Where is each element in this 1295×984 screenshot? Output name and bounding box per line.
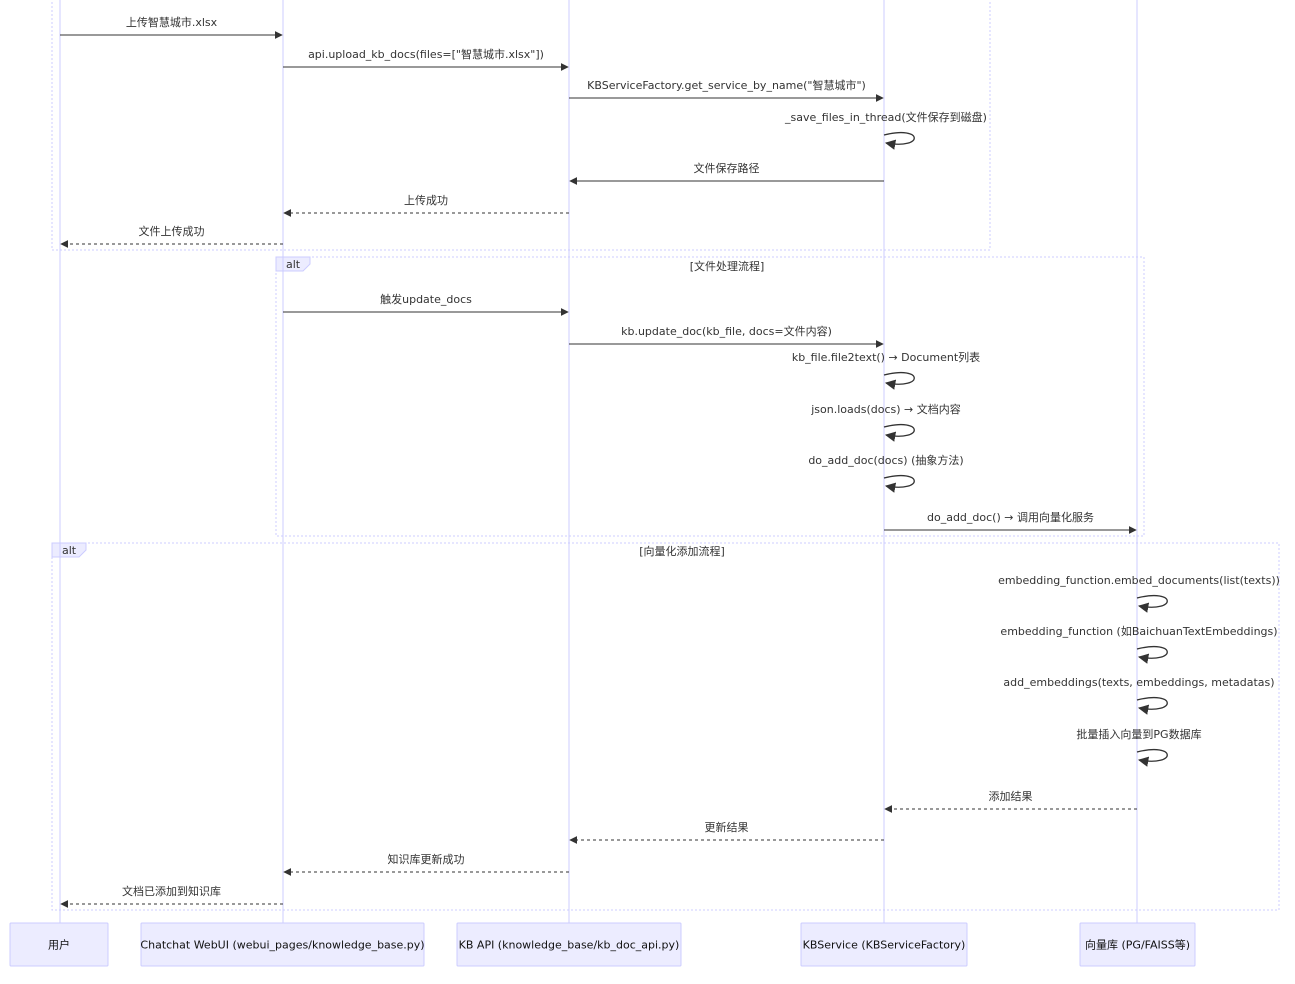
message-label: 触发update_docs [380, 292, 472, 306]
actor-label: KB API (knowledge_base/kb_doc_api.py) [459, 939, 680, 952]
self-message-arrow [883, 131, 915, 150]
actor-box [800, 922, 968, 967]
message-label: add_embeddings(texts, embeddings, metada… [1003, 676, 1274, 689]
message-label: 批量插入向量到PG数据库 [1076, 727, 1201, 741]
frame-condition-2: [向量化添加流程] [639, 544, 725, 558]
message-label: api.upload_kb_docs(files=["智慧城市.xlsx"]) [308, 47, 544, 61]
actor-label: KBService (KBServiceFactory) [803, 939, 966, 952]
frame-0 [51, 0, 991, 251]
frame-label-2: alt [62, 544, 77, 557]
message-label: KBServiceFactory.get_service_by_name("智慧… [587, 78, 866, 92]
actor-label: Chatchat WebUI (webui_pages/knowledge_ba… [140, 939, 424, 952]
frame-2 [51, 542, 1280, 911]
actor-box [140, 922, 425, 967]
actor-webui: Chatchat WebUI (webui_pages/knowledge_ba… [140, 922, 425, 967]
self-message-arrow [1136, 696, 1168, 715]
actor-user: 用户 [9, 922, 109, 967]
message-label: kb_file.file2text() → Document列表 [792, 350, 980, 364]
message-label: 文件保存路径 [694, 161, 760, 175]
frame-label-1: alt [286, 258, 301, 271]
message-label: 更新结果 [705, 820, 749, 834]
message-label: 知识库更新成功 [388, 852, 465, 866]
actor-svc: KBService (KBServiceFactory) [800, 922, 968, 967]
actor-label: 用户 [48, 938, 70, 952]
actor-vdb: 向量库 (PG/FAISS等) [1079, 922, 1196, 967]
message-label: json.loads(docs) → 文档内容 [810, 402, 961, 416]
message-label: do_add_doc() → 调用向量化服务 [927, 510, 1094, 524]
message-label: 文档已添加到知识库 [122, 884, 221, 898]
message-label: do_add_doc(docs) (抽象方法) [808, 453, 963, 467]
message-label: embedding_function (如BaichuanTextEmbeddi… [1000, 624, 1277, 638]
self-message-arrow [883, 423, 915, 442]
message-label: kb.update_doc(kb_file, docs=文件内容) [621, 324, 832, 338]
message-label: 上传成功 [404, 194, 448, 207]
frame-1 [275, 256, 1145, 537]
frame-condition-1: [文件处理流程] [690, 259, 765, 273]
self-message-arrow [1136, 645, 1168, 664]
actor-api: KB API (knowledge_base/kb_doc_api.py) [456, 922, 682, 967]
self-message-arrow [1136, 748, 1168, 767]
message-label: 文件上传成功 [139, 224, 205, 238]
actor-box [9, 922, 109, 967]
actor-box [1079, 922, 1196, 967]
frame-label-box-1 [275, 256, 311, 272]
self-message-arrow [883, 474, 915, 493]
actor-box [456, 922, 682, 967]
message-label: _save_files_in_thread(文件保存到磁盘) [784, 110, 987, 124]
self-message-arrow [1136, 594, 1168, 613]
self-message-arrow [883, 371, 915, 390]
message-label: 添加结果 [989, 789, 1033, 803]
message-label: embedding_function.embed_documents(list(… [998, 574, 1280, 587]
actor-label: 向量库 (PG/FAISS等) [1085, 938, 1190, 952]
message-label: 上传智慧城市.xlsx [126, 15, 218, 29]
